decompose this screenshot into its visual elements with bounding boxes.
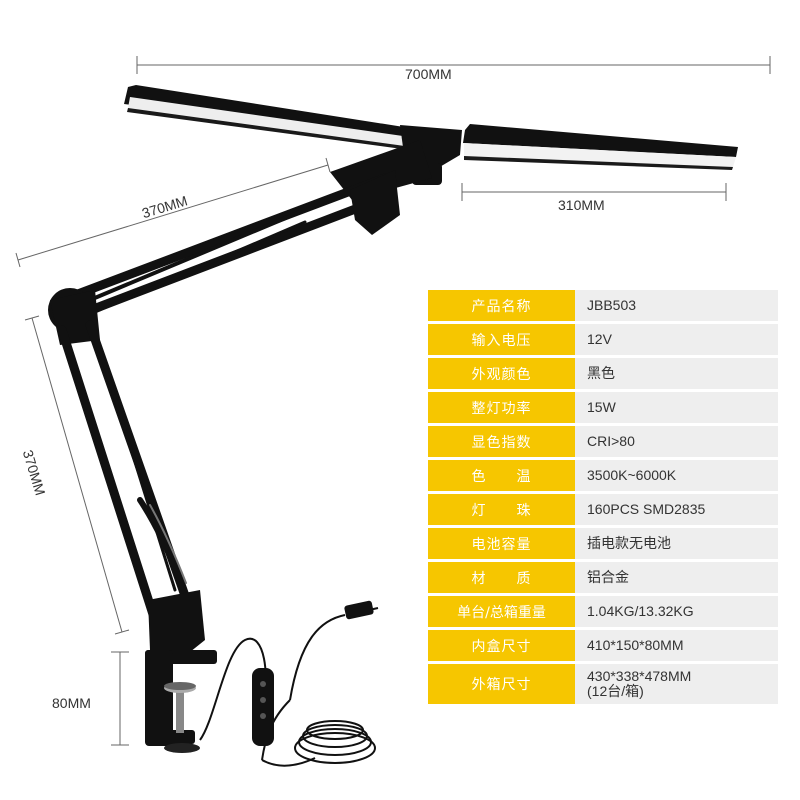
spec-label: 外观颜色 bbox=[428, 358, 575, 389]
spec-value: 3500K~6000K bbox=[575, 460, 778, 491]
dim-clamp-height: 80MM bbox=[52, 695, 91, 711]
spec-value: 430*338*478MM(12台/箱) bbox=[575, 664, 778, 704]
spec-value-line1: 430*338*478MM bbox=[587, 668, 692, 684]
spec-label: 产品名称 bbox=[428, 290, 575, 321]
spec-value: 410*150*80MM bbox=[575, 630, 778, 661]
spec-label: 内盒尺寸 bbox=[428, 630, 575, 661]
spec-value: JBB503 bbox=[575, 290, 778, 321]
spec-label: 灯 珠 bbox=[428, 494, 575, 525]
spec-value: 黑色 bbox=[575, 358, 778, 389]
spec-value-line2: (12台/箱) bbox=[587, 683, 644, 699]
clamp bbox=[145, 590, 217, 753]
spec-value: 12V bbox=[575, 324, 778, 355]
dim-width-head: 310MM bbox=[558, 197, 605, 213]
spec-value: 1.04KG/13.32KG bbox=[575, 596, 778, 627]
lamp-head-right bbox=[463, 124, 738, 170]
spec-value: CRI>80 bbox=[575, 426, 778, 457]
power-cable bbox=[199, 607, 379, 767]
spec-label: 电池容量 bbox=[428, 528, 575, 559]
spec-row-color: 外观颜色黑色 bbox=[428, 358, 778, 389]
spec-row-material: 材 质铝合金 bbox=[428, 562, 778, 593]
inline-controller bbox=[252, 668, 274, 746]
spec-label: 单台/总箱重量 bbox=[428, 596, 575, 627]
dim-width-total: 700MM bbox=[405, 66, 452, 82]
spec-label: 色 温 bbox=[428, 460, 575, 491]
spec-label: 输入电压 bbox=[428, 324, 575, 355]
spec-value: 插电款无电池 bbox=[575, 528, 778, 559]
spec-value: 160PCS SMD2835 bbox=[575, 494, 778, 525]
spec-value: 铝合金 bbox=[575, 562, 778, 593]
spec-label: 显色指数 bbox=[428, 426, 575, 457]
dimension-lines bbox=[15, 56, 771, 746]
spec-row-battery: 电池容量插电款无电池 bbox=[428, 528, 778, 559]
spec-value: 15W bbox=[575, 392, 778, 423]
spec-label: 材 质 bbox=[428, 562, 575, 593]
lamp-head-left bbox=[124, 85, 442, 153]
upper-arm-bracket bbox=[350, 170, 400, 235]
upper-arm bbox=[57, 173, 397, 323]
lower-arm bbox=[57, 320, 195, 635]
dc-plug bbox=[344, 600, 374, 620]
spec-label: 整灯功率 bbox=[428, 392, 575, 423]
spec-label: 外箱尺寸 bbox=[428, 664, 575, 704]
